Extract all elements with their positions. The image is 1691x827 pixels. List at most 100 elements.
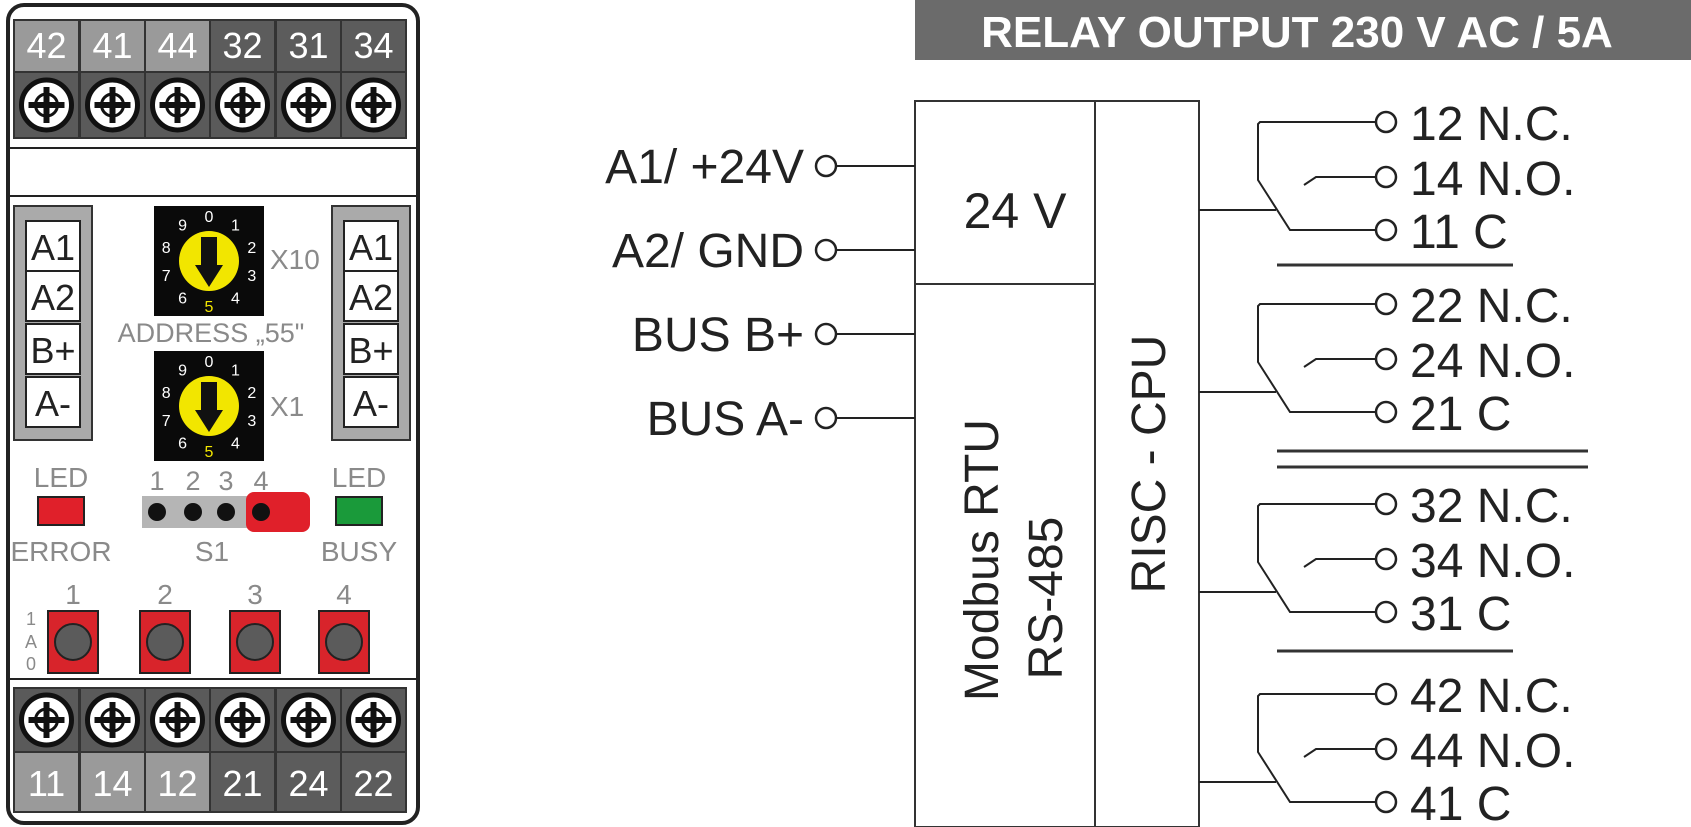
relay-terminal-icon [1374, 165, 1398, 189]
left-connector-pin [25, 376, 81, 428]
schematic-header-bg [915, 0, 1691, 60]
bottom-terminal-label: 11 [28, 763, 65, 804]
screw-icon[interactable] [150, 77, 205, 133]
relay-2: 22 N.C.24 N.O.21 C [1199, 280, 1575, 441]
relay-terminal-icon [1374, 347, 1398, 371]
input-terminal-icon [814, 406, 838, 430]
right-connector-label: A2 [349, 277, 393, 318]
right-connector-pin [343, 323, 399, 375]
bottom-terminal-cell [275, 751, 342, 813]
push-button[interactable] [229, 610, 281, 674]
relay-terminal-icon [1374, 737, 1398, 761]
x1-dial-digit: 3 [247, 413, 256, 430]
dial-arrow-icon [195, 382, 223, 432]
switch-position-dot[interactable] [148, 503, 166, 521]
button-number: 2 [157, 579, 173, 610]
switch-position-dot[interactable] [217, 503, 235, 521]
top-terminal-cell [340, 19, 407, 73]
left-connector-label: A1 [31, 227, 75, 268]
relay-terminal-icon [1374, 600, 1398, 624]
x10-dial-digit: 7 [162, 268, 171, 285]
led-error: LED ERROR [10, 462, 111, 567]
led-busy: LED BUSY [321, 462, 398, 567]
push-button[interactable] [318, 610, 370, 674]
input-terminal-icon [814, 322, 838, 346]
top-terminal-label: 32 [222, 25, 262, 66]
screw-icon[interactable] [85, 692, 140, 748]
screw-icon[interactable] [346, 692, 401, 748]
x1-dial-digit: 1 [231, 363, 240, 380]
x10-dial-digit: 9 [178, 218, 187, 235]
dial-x1-label: X1 [270, 391, 304, 422]
screw-icon[interactable] [85, 77, 140, 133]
push-button[interactable] [47, 610, 99, 674]
left-connector-label: A- [35, 383, 71, 424]
switch-position-dot[interactable] [184, 503, 202, 521]
relay-c-label: 21 C [1410, 388, 1511, 441]
screw-icon[interactable] [19, 77, 74, 133]
switch-number: 1 [149, 466, 164, 496]
screw-icon[interactable] [215, 77, 270, 133]
screw-icon[interactable] [281, 692, 336, 748]
led-error-bottom-label: ERROR [10, 536, 111, 567]
input-label: BUS B+ [632, 309, 804, 362]
screw-icon[interactable] [346, 77, 401, 133]
bottom-terminal-cell [340, 751, 407, 813]
x10-dial-digit: 5 [205, 299, 214, 316]
x1-dial-digit: 9 [178, 363, 187, 380]
side-mark: 0 [26, 654, 36, 674]
switch-position-dot[interactable] [252, 503, 270, 521]
dial-arrow-icon [195, 237, 223, 287]
input-terminal-icon [814, 238, 838, 262]
top-terminal-label: 34 [353, 25, 393, 66]
screw-icon[interactable] [19, 692, 74, 748]
dial-x10-label: X10 [270, 244, 320, 275]
rotary-dial-face[interactable] [179, 231, 239, 291]
switch-number: 2 [185, 466, 200, 496]
button-number: 1 [65, 579, 81, 610]
right-connector-label: B+ [348, 330, 393, 371]
schematic-header: RELAY OUTPUT 230 V AC / 5A [981, 8, 1613, 57]
side-mark: A [25, 632, 37, 652]
right-connector-label: A1 [349, 227, 393, 268]
led-error-top-label: LED [34, 462, 88, 493]
address-label: ADDRESS „55" [118, 318, 305, 348]
relay-terminal-icon [1374, 292, 1398, 316]
x10-dial-digit: 3 [247, 268, 256, 285]
relay-no-label: 44 N.O. [1410, 725, 1575, 778]
x10-dial-digit: 0 [205, 209, 214, 226]
top-terminal-cell [79, 19, 146, 73]
relay-3: 32 N.C.34 N.O.31 C [1199, 480, 1575, 641]
relay-no-label: 34 N.O. [1410, 535, 1575, 588]
bottom-terminal-label: 21 [222, 763, 262, 804]
relay-nc-label: 42 N.C. [1410, 670, 1573, 723]
x1-dial-digit: 0 [205, 354, 214, 371]
input-terminal-icon [814, 154, 838, 178]
relay-c-label: 31 C [1410, 588, 1511, 641]
rotary-dial-face[interactable] [179, 376, 239, 436]
relay-c-label: 11 C [1410, 206, 1508, 259]
relay-terminal-icon [1374, 218, 1398, 242]
screw-icon[interactable] [215, 692, 270, 748]
side-mark: 1 [26, 609, 36, 629]
input-label: BUS A- [647, 393, 804, 446]
led-busy-bottom-label: BUSY [321, 536, 398, 567]
relay-terminal-icon [1374, 790, 1398, 814]
screw-icon[interactable] [150, 692, 205, 748]
screw-icon[interactable] [281, 77, 336, 133]
relay-terminal-icon [1374, 547, 1398, 571]
led-busy-indicator [335, 496, 383, 526]
switch-number: 3 [218, 466, 233, 496]
push-button[interactable] [139, 610, 191, 674]
right-connector-pin [343, 270, 399, 322]
relay-4: 42 N.C.44 N.O.41 C [1199, 670, 1575, 827]
bottom-terminal-label: 24 [288, 763, 328, 804]
x10-dial-digit: 2 [247, 240, 256, 257]
